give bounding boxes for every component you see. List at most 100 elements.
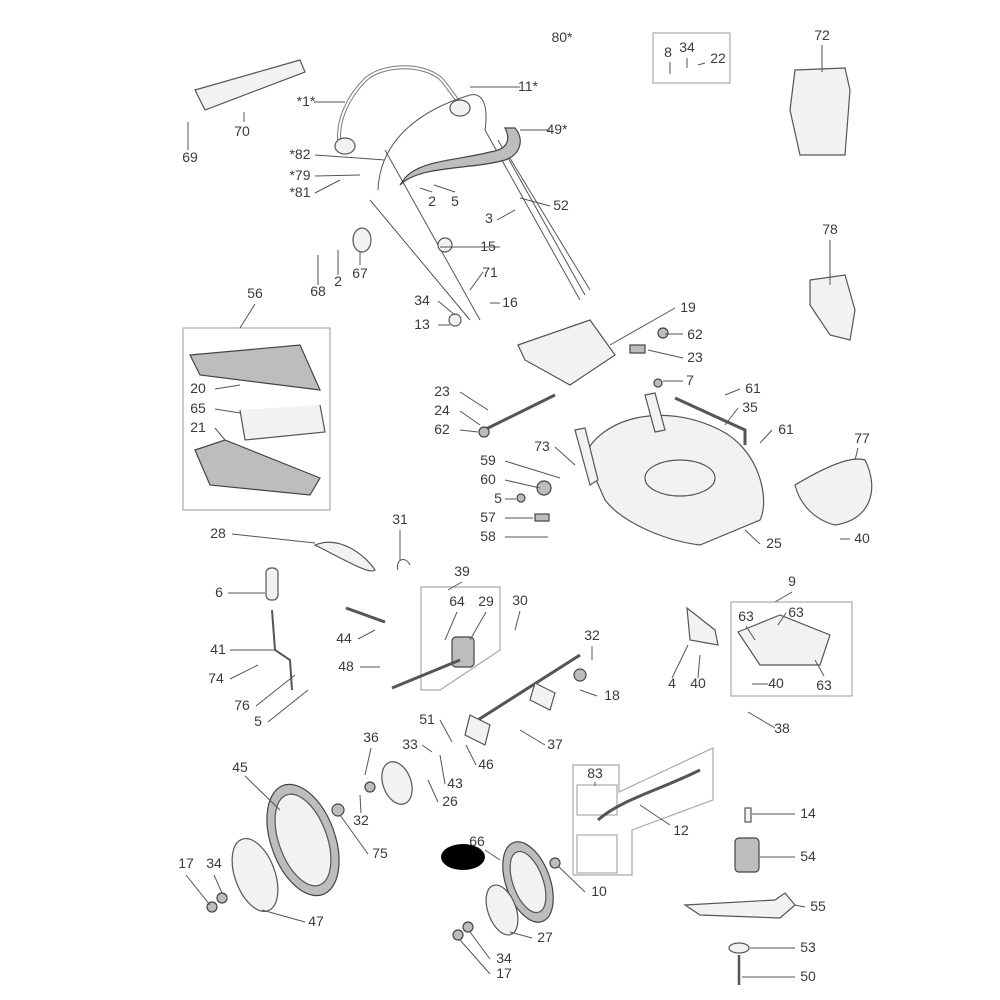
- part-label-5b: 5: [494, 490, 502, 506]
- part-label-23a: 23: [687, 349, 703, 365]
- part-label-80: 80*: [551, 29, 573, 45]
- cover-70: [194, 59, 306, 111]
- part-label-38: 38: [774, 720, 790, 736]
- cover-78: [809, 274, 856, 341]
- leader-line-33: [421, 744, 433, 753]
- kit-box-83-bottom: [576, 834, 618, 874]
- part-label-2a: 2: [428, 193, 436, 209]
- part-label-77: 77: [854, 430, 870, 446]
- front-wheel-hub: [509, 850, 547, 914]
- rear-axle-37: [469, 653, 581, 727]
- part-label-50: 50: [800, 968, 816, 984]
- leader-line-40b: [697, 654, 701, 679]
- part-label-45: 45: [232, 759, 248, 775]
- part-label-59: 59: [480, 452, 496, 468]
- part-label-41: 41: [210, 641, 226, 657]
- lever-41: [271, 609, 293, 691]
- kit-box-8-34-22: [652, 32, 731, 84]
- pinion-36: [364, 781, 376, 793]
- part-label-39: 39: [454, 563, 470, 579]
- spring-44: [345, 606, 386, 624]
- leader-line-38: [747, 711, 776, 729]
- leader-line-82: [314, 154, 386, 161]
- part-label-21: 21: [190, 419, 206, 435]
- leader-line-44: [357, 629, 376, 640]
- leader-line-61a: [724, 388, 741, 396]
- part-label-56: 56: [247, 285, 263, 301]
- axle-plate-right: [529, 682, 556, 711]
- part-label-33: 33: [402, 736, 418, 752]
- front-axle-12: [596, 768, 701, 822]
- leader-line-52: [519, 197, 551, 207]
- leader-line-12: [639, 804, 671, 826]
- part-label-57: 57: [480, 509, 496, 525]
- part-label-79: *79: [289, 167, 310, 183]
- leader-line-9: [774, 591, 793, 603]
- part-label-61a: 61: [745, 380, 761, 396]
- bracket-4: [686, 606, 719, 646]
- part-label-63b: 63: [788, 604, 804, 620]
- part-label-6: 6: [215, 584, 223, 600]
- rear-wheel-hub: [274, 793, 332, 887]
- cap-62b: [478, 426, 490, 438]
- part-label-30: 30: [512, 592, 528, 608]
- frame-65: [239, 404, 326, 441]
- axle-plate-left: [464, 714, 491, 746]
- gear-18: [573, 668, 587, 682]
- part-label-11: 11*: [518, 78, 539, 94]
- part-label-67: 67: [352, 265, 368, 281]
- leader-line-74: [229, 664, 259, 680]
- leader-line-46: [465, 744, 477, 766]
- part-label-35: 35: [742, 399, 758, 415]
- bolt-17b: [452, 929, 464, 941]
- part-label-47: 47: [308, 913, 324, 929]
- leader-line-77: [854, 447, 859, 461]
- leader-line-24: [459, 410, 481, 426]
- part-label-29: 29: [478, 593, 494, 609]
- deck-opening: [644, 459, 716, 497]
- part-label-81: *81: [289, 184, 310, 200]
- leader-line-71: [469, 271, 484, 291]
- nut-7: [653, 378, 663, 388]
- part-label-49: 49*: [546, 121, 568, 137]
- leader-line-66: [484, 849, 501, 861]
- leader-line-79: [314, 174, 361, 177]
- redaction-mark: [441, 844, 485, 870]
- blade-55: [683, 892, 796, 919]
- part-label-71: 71: [482, 264, 498, 280]
- leader-line-10: [557, 865, 586, 893]
- cam-67: [352, 227, 372, 253]
- part-label-7: 7: [686, 372, 694, 388]
- leader-line-37: [519, 729, 546, 746]
- leader-line-63c: [814, 659, 825, 677]
- leader-line-35: [724, 407, 739, 426]
- leader-line-23b: [459, 391, 489, 411]
- part-label-8: 8: [664, 44, 672, 60]
- leader-line-30: [514, 610, 521, 631]
- part-label-5c: 5: [254, 713, 262, 729]
- part-label-3: 3: [485, 210, 493, 226]
- part-label-24: 24: [434, 402, 450, 418]
- part-label-44: 44: [336, 630, 352, 646]
- leader-line-63b: [777, 612, 787, 626]
- leader-line-73: [554, 446, 576, 466]
- part-label-25: 25: [766, 535, 782, 551]
- catcher-bottom-21: [194, 439, 321, 496]
- part-label-46: 46: [478, 756, 494, 772]
- part-label-28: 28: [210, 525, 226, 541]
- part-label-78: 78: [822, 221, 838, 237]
- leader-line-17b: [459, 939, 491, 975]
- part-label-12: 12: [673, 822, 689, 838]
- part-label-52: 52: [553, 197, 569, 213]
- cap-62: [657, 327, 669, 339]
- kit-box-56: [182, 327, 331, 511]
- leader-line-32b: [359, 794, 362, 814]
- nut-5: [516, 493, 526, 503]
- part-label-5a: 5: [451, 193, 459, 209]
- leader-lines: [185, 45, 859, 978]
- key-14: [744, 807, 752, 823]
- leader-line-59: [504, 460, 561, 479]
- part-label-19: 19: [680, 299, 696, 315]
- leader-line-21: [214, 427, 226, 441]
- leader-line-29: [469, 611, 487, 641]
